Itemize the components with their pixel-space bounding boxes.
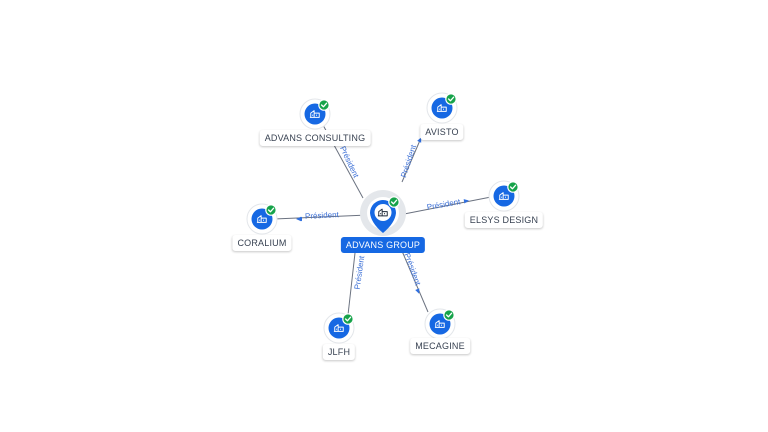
edge-3: Président bbox=[273, 210, 369, 222]
company-node[interactable] bbox=[488, 180, 520, 212]
edge-line bbox=[401, 250, 429, 313]
company-building-icon bbox=[434, 320, 445, 328]
edge-arrow-icon bbox=[297, 216, 302, 222]
company-building-icon bbox=[498, 192, 509, 200]
company-building-icon bbox=[436, 104, 447, 112]
verified-check-icon bbox=[318, 99, 330, 111]
company-building-icon bbox=[333, 324, 344, 332]
edge-line bbox=[398, 196, 492, 216]
company-node-label[interactable]: ELSYS DESIGN bbox=[464, 212, 544, 228]
verified-check-icon bbox=[388, 196, 400, 208]
company-node-label[interactable]: AVISTO bbox=[420, 124, 464, 140]
edge-label[interactable]: Président bbox=[426, 197, 462, 212]
edge-arrow-icon bbox=[415, 288, 420, 294]
company-node-label[interactable]: JLFH bbox=[322, 344, 356, 360]
edge-arrow-icon bbox=[417, 137, 422, 143]
verified-check-icon bbox=[443, 309, 455, 321]
edge-line bbox=[273, 214, 369, 220]
edge-label[interactable]: Président bbox=[399, 143, 418, 179]
verified-check-icon bbox=[265, 204, 277, 216]
company-building-icon bbox=[256, 215, 267, 223]
company-node[interactable] bbox=[323, 312, 355, 344]
edge-label[interactable]: Président bbox=[338, 145, 361, 180]
nodes-layer bbox=[246, 92, 520, 344]
company-node[interactable] bbox=[424, 308, 456, 340]
edge-label[interactable]: Président bbox=[305, 210, 340, 221]
center-company-node[interactable] bbox=[360, 190, 406, 236]
company-node[interactable] bbox=[426, 92, 458, 124]
edge-5: Président bbox=[401, 250, 429, 313]
company-node[interactable] bbox=[246, 203, 278, 235]
center-company-label[interactable]: ADVANS GROUP bbox=[340, 237, 426, 253]
verified-check-icon bbox=[507, 181, 519, 193]
verified-check-icon bbox=[342, 313, 354, 325]
edge-line bbox=[347, 252, 356, 316]
edge-1: Président bbox=[399, 137, 422, 183]
verified-check-icon bbox=[445, 93, 457, 105]
company-node-label[interactable]: CORALIUM bbox=[232, 235, 292, 251]
edge-line bbox=[401, 137, 422, 183]
edge-4: Président bbox=[347, 252, 367, 316]
company-node-label[interactable]: ADVANS CONSULTING bbox=[259, 130, 371, 146]
edge-label[interactable]: Président bbox=[402, 252, 422, 288]
company-node[interactable] bbox=[299, 98, 331, 130]
edge-label[interactable]: Président bbox=[353, 255, 367, 290]
edge-arrow-icon bbox=[463, 199, 469, 204]
company-node-label[interactable]: MECAGINE bbox=[410, 338, 470, 354]
company-building-icon bbox=[309, 110, 320, 118]
company-building-icon bbox=[377, 208, 388, 217]
